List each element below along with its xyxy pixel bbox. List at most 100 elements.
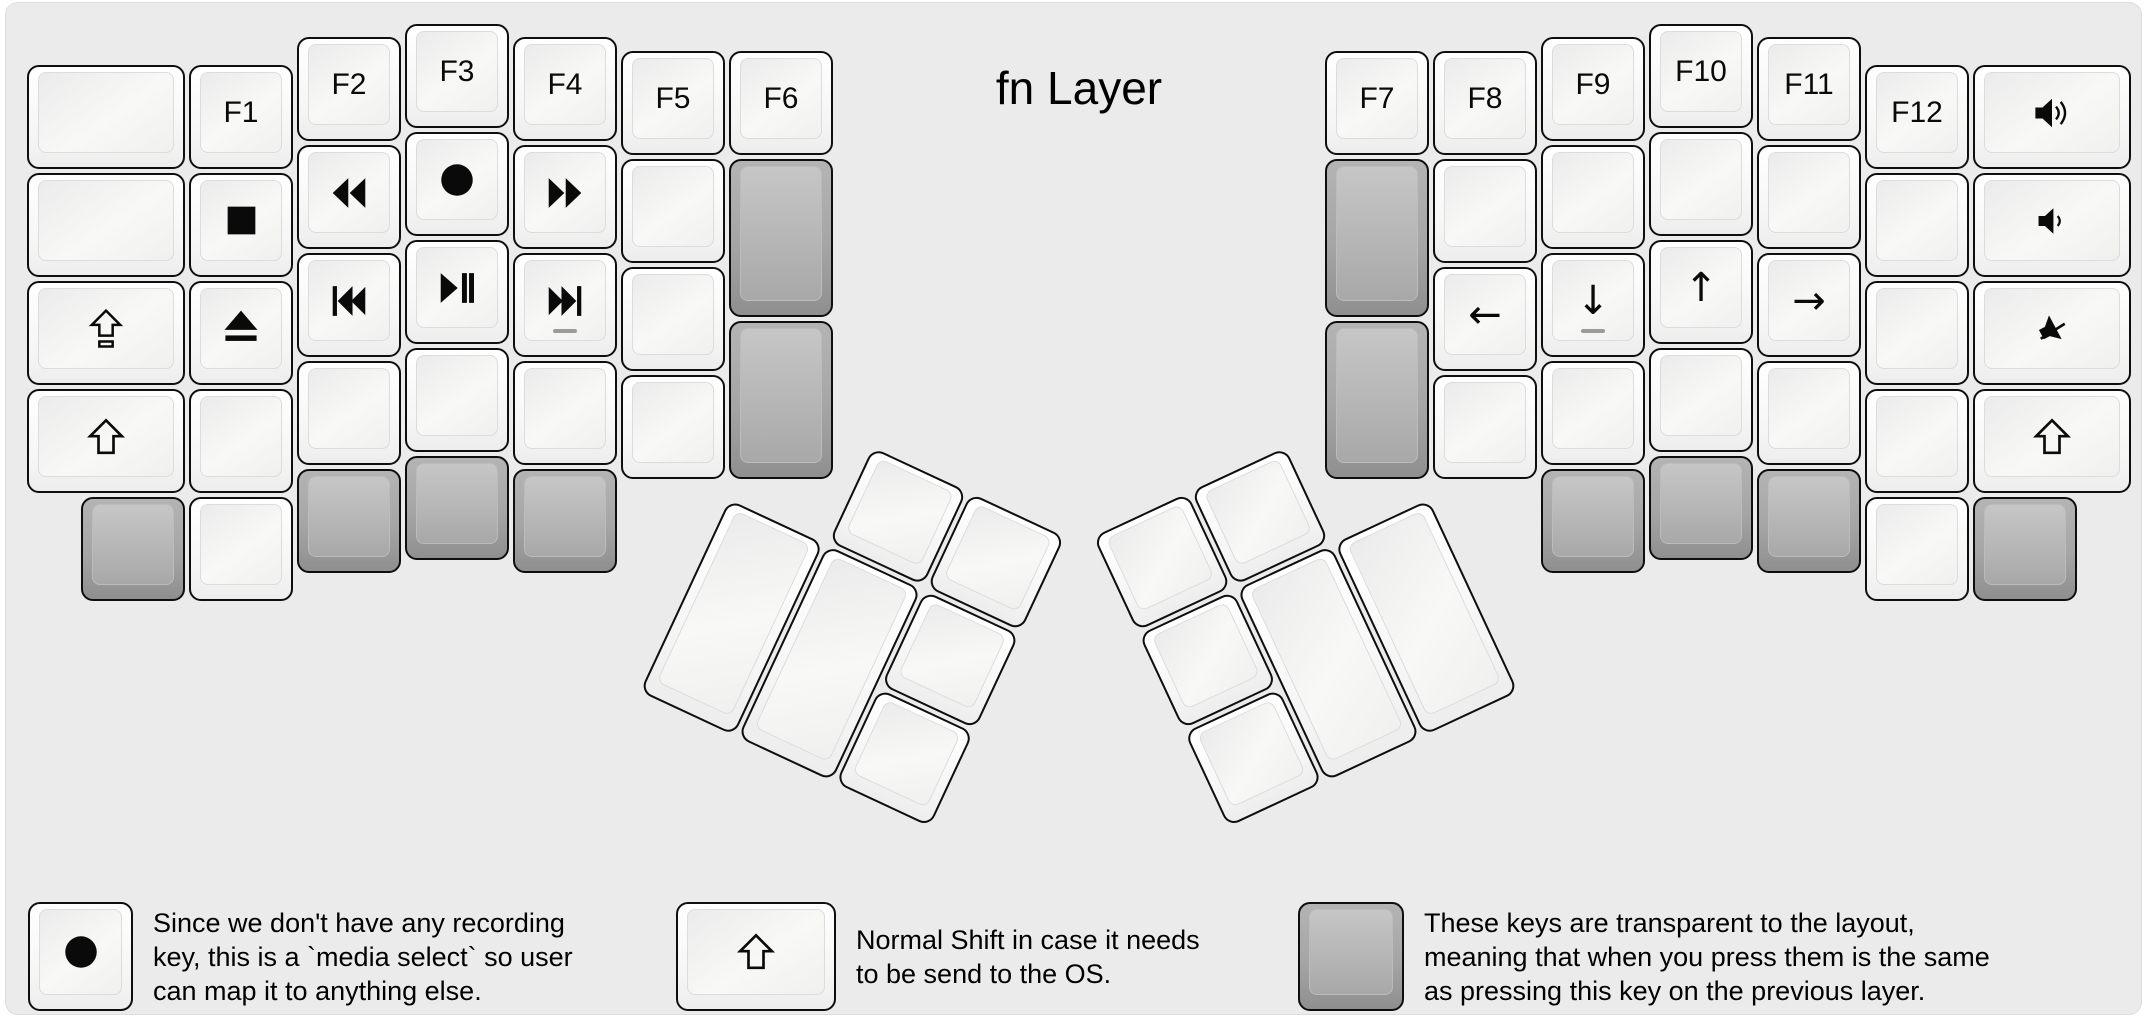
keycap-face [845, 458, 955, 567]
homing-bar [1581, 329, 1605, 333]
keycap-face: → [1768, 260, 1850, 341]
shift-lock-left-key [27, 281, 185, 385]
keycap-face [632, 382, 714, 463]
arrow-left-key: ← [1433, 267, 1537, 371]
key-label: F9 [1575, 67, 1611, 101]
keycap-face: F7 [1336, 58, 1418, 139]
keycap-face [416, 247, 498, 328]
shift-right-key [1973, 389, 2131, 493]
transparent-r7-tall-1-key [1325, 159, 1429, 317]
blank-r4r4-key [1649, 348, 1753, 452]
arrow-down-key: ↓ [1541, 253, 1645, 357]
transparent-keys-note-text: These keys are transparent to the layout… [1424, 907, 1990, 1006]
eject-icon [219, 307, 263, 351]
keycap-face [1336, 166, 1418, 301]
keycap-face [1197, 699, 1306, 808]
record-icon [439, 162, 475, 198]
keycap-face [1984, 72, 2120, 153]
f3-key: F3 [405, 24, 509, 128]
keycap-face [38, 72, 174, 153]
normal-shift-note-sample-key [676, 902, 836, 1011]
key-label: F11 [1784, 67, 1834, 101]
keycap-face [200, 180, 282, 261]
transparent-l7-tall-1-key [729, 159, 833, 317]
keycap-face [632, 274, 714, 355]
normal-shift-note: Normal Shift in case it needs to be send… [676, 902, 1200, 1011]
key-label: F12 [1891, 95, 1943, 129]
f12-key: F12 [1865, 65, 1969, 169]
key-label: F8 [1467, 81, 1503, 115]
keycap-face [1552, 476, 1634, 557]
keycap-face [416, 139, 498, 220]
keycap-face [1984, 288, 2120, 369]
f6-key: F6 [729, 51, 833, 155]
transparent-r4r5-key [1649, 456, 1753, 560]
next-track-icon [548, 284, 582, 318]
blank-l-bottom-2-key [189, 497, 293, 601]
key-label: F4 [547, 67, 583, 101]
transparent-r-bottom-key [1973, 497, 2077, 601]
key-label: F1 [223, 95, 259, 129]
keycap-face: F8 [1444, 58, 1526, 139]
blank-l1r1-key [27, 65, 185, 169]
shift-left-key [27, 389, 185, 493]
mute-icon [2034, 311, 2070, 347]
blank-r2r3-key [1865, 281, 1969, 385]
keycap-face [39, 909, 122, 995]
keycap-face [1151, 601, 1261, 710]
f4-key: F4 [513, 37, 617, 141]
keycap-face: ↑ [1660, 247, 1742, 328]
blank-l5r4-key [513, 361, 617, 465]
eject-key [189, 281, 293, 385]
keycap-face [1660, 139, 1742, 220]
keycap-face [38, 180, 174, 261]
volume-up-key [1973, 65, 2131, 169]
keycap-face: F1 [200, 72, 282, 153]
media-select-note-text: Since we don't have any recording key, t… [153, 907, 573, 1006]
f10-key: F10 [1649, 24, 1753, 128]
keycap-face [416, 355, 498, 436]
f11-key: F11 [1757, 37, 1861, 141]
keycap-face [1768, 368, 1850, 449]
keycap-face [1984, 396, 2120, 477]
keycap-face [200, 396, 282, 477]
keycap-face [1203, 458, 1313, 567]
transparent-r7-tall-2-key [1325, 321, 1429, 479]
blank-l4r4-key [405, 348, 509, 452]
keycap-face: F4 [524, 44, 606, 125]
media-select-record-key [405, 132, 509, 236]
blank-r6r4-key [1433, 375, 1537, 479]
next-track-key [513, 253, 617, 357]
transparent-keys-note: These keys are transparent to the layout… [1298, 902, 1990, 1011]
transparent-l4r5-key [405, 456, 509, 560]
keycap-face [416, 463, 498, 544]
rewind-icon [332, 176, 366, 210]
blank-r-bottom-key [1865, 497, 1969, 601]
blank-r2r2-key [1865, 173, 1969, 277]
fast-forward-icon [548, 176, 582, 210]
f7-key: F7 [1325, 51, 1429, 155]
keycap-face [200, 288, 282, 369]
keycap-face [524, 260, 606, 341]
volume-up-icon [2033, 94, 2071, 132]
prev-track-key [297, 253, 401, 357]
media-select-note: Since we don't have any recording key, t… [28, 902, 573, 1011]
keycap-face [1552, 152, 1634, 233]
f9-key: F9 [1541, 37, 1645, 141]
keycap-face [740, 166, 822, 301]
keycap-face [308, 260, 390, 341]
keycap-face: ← [1444, 274, 1526, 355]
keycap-face [308, 368, 390, 449]
keycap-face [1444, 382, 1526, 463]
key-label: F5 [655, 81, 691, 115]
stop-key [189, 173, 293, 277]
keycap-face [308, 152, 390, 233]
keycap-face [1876, 504, 1958, 585]
keycap-face [38, 288, 174, 369]
blank-l2r4-key [189, 389, 293, 493]
keycap-face: F3 [416, 31, 498, 112]
keycap-face [1984, 504, 2066, 585]
f5-key: F5 [621, 51, 725, 155]
arrow-down-icon: ↓ [1576, 277, 1610, 324]
